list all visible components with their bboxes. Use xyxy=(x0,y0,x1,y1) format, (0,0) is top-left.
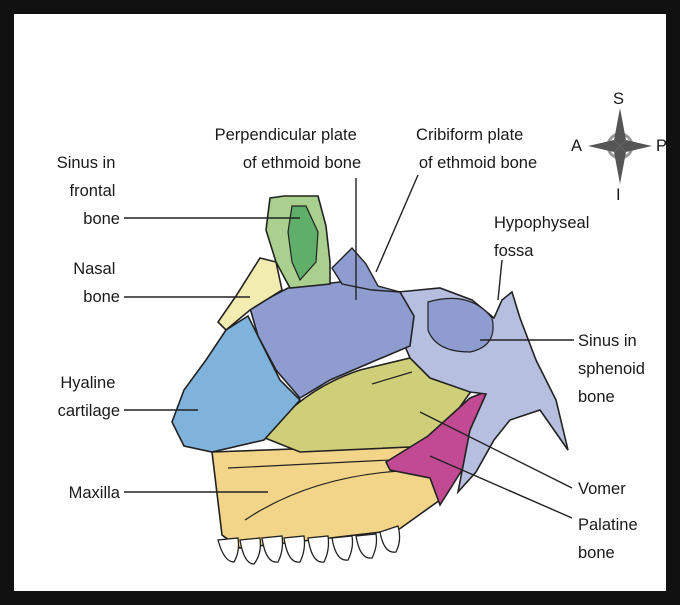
label-sinus-frontal: Sinus in frontal bone xyxy=(57,154,120,228)
compass-inferior: I xyxy=(616,186,621,204)
label-nasal-bone: Nasal bone xyxy=(73,260,120,306)
sphenoid-sinus-shape xyxy=(428,298,493,352)
label-palatine-bone: Palatine bone xyxy=(578,516,642,562)
compass-anterior: A xyxy=(571,137,582,155)
compass-arrow-up xyxy=(614,108,626,146)
label-cribiform-plate: Cribiform plate of ethmoid bone xyxy=(416,126,537,172)
label-hyaline-cartilage: Hyaline cartilage xyxy=(58,374,120,420)
label-hypophyseal-fossa: Hypophyseal fossa xyxy=(494,214,594,260)
compass-arrow-down xyxy=(614,146,626,184)
compass-rose: S A P I xyxy=(571,90,667,204)
label-maxilla: Maxilla xyxy=(69,484,121,502)
compass-arrow-left xyxy=(588,140,620,152)
compass-posterior: P xyxy=(656,137,667,155)
label-vomer: Vomer xyxy=(578,480,626,498)
compass-arrow-right xyxy=(620,140,652,152)
compass-superior: S xyxy=(613,90,624,108)
label-perpendicular-plate: Perpendicular plate of ethmoid bone xyxy=(215,126,362,172)
label-sinus-sphenoid: Sinus in sphenoid bone xyxy=(578,332,650,406)
